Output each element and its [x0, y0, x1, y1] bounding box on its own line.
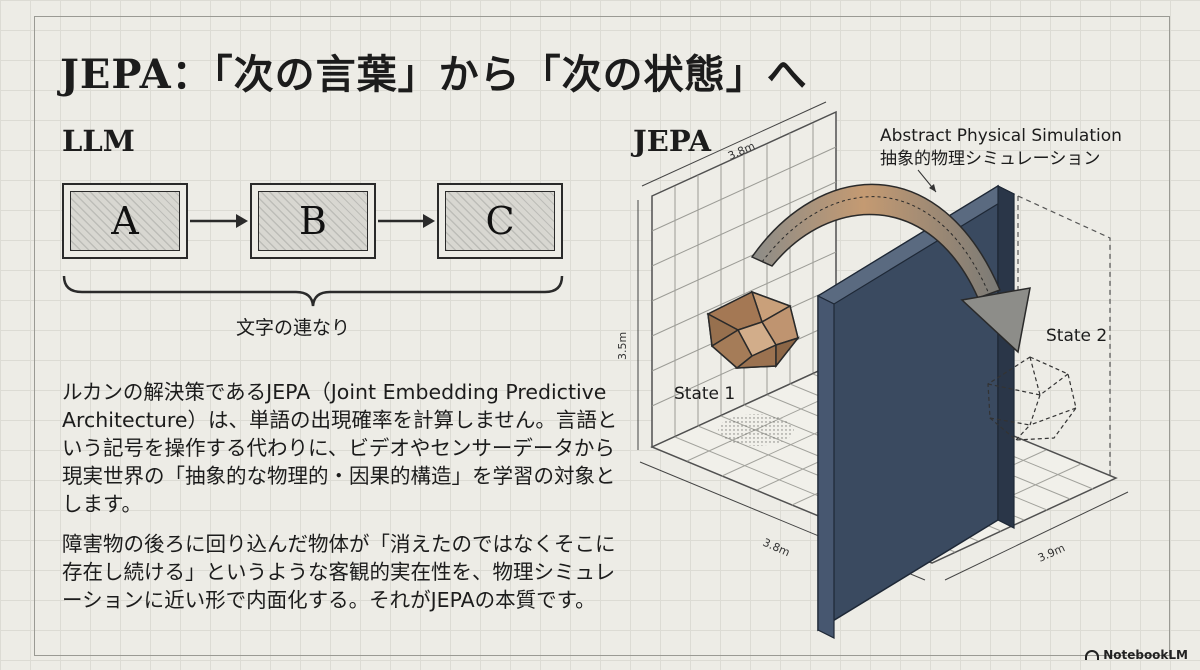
slide-frame: [34, 16, 1170, 656]
brand-badge: NotebookLM: [1085, 648, 1188, 662]
slide-title: JEPA：「次の言葉」から「次の状態」へ: [60, 51, 808, 98]
state2-label: State 2: [1046, 326, 1107, 346]
dim-bottom-left: 3.8m: [761, 536, 792, 559]
jepa-section-label: JEPA: [633, 124, 712, 158]
state1-polyhedron-icon: [706, 290, 801, 369]
llm-caption: 文字の連なり: [236, 317, 351, 339]
body-paragraph-2: 障害物の後ろに回り込んだ物体が「消えたのではなくそこに存在し続ける」というような…: [62, 532, 616, 612]
simulation-arrow-icon: [750, 183, 1031, 354]
annotation-leader-head-icon: [929, 184, 936, 192]
state1-label: State 1: [674, 384, 735, 404]
token-box-b: B: [250, 183, 376, 259]
dim-left: 3.5m: [616, 332, 629, 360]
annotation-ja: 抽象的物理シミュレーション: [880, 149, 1100, 169]
state1-shadow: [718, 414, 794, 446]
token-box-c: C: [437, 183, 563, 259]
notebooklm-logo-icon: [1085, 650, 1100, 660]
llm-section-label: LLM: [62, 124, 135, 158]
body-paragraph-1: ルカンの解決策であるJEPA（Joint Embedding Predictiv…: [62, 380, 618, 516]
state2-dashed-polyhedron-icon: [987, 356, 1077, 441]
dim-bottom-right: 3.9m: [1036, 541, 1067, 564]
token-box-c-label: C: [445, 191, 555, 251]
arrow-head-b-icon: [236, 214, 248, 228]
curly-brace-icon: [62, 275, 564, 307]
occluding-wall: [816, 184, 1016, 639]
token-box-a-label: A: [70, 191, 180, 251]
annotation-en: Abstract Physical Simulation: [880, 126, 1122, 146]
arrow-head-c-icon: [423, 214, 435, 228]
llm-connectors: [62, 214, 564, 307]
token-box-b-label: B: [258, 191, 368, 251]
brand-text: NotebookLM: [1103, 648, 1188, 662]
token-box-a: A: [62, 183, 188, 259]
